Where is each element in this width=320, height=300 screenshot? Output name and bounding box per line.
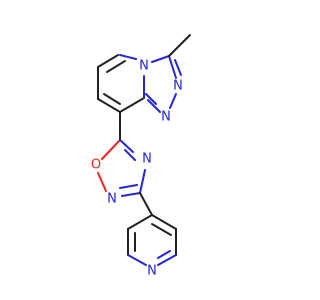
bond-c7-c8-double	[103, 93, 121, 105]
atom-n-triazole-1: N	[161, 110, 171, 125]
fused-pyridine-ring	[97, 54, 145, 113]
bond-n2-n1	[169, 93, 177, 109]
chemical-structure-diagram: N N N O N N N	[91, 34, 191, 279]
triazole-ring	[145, 34, 191, 113]
atom-n-triazole-2: N	[173, 79, 183, 94]
atom-labels: N N N O N N N	[91, 59, 183, 279]
bond-c5-c6	[97, 54, 119, 68]
bond-n1-c6-double	[157, 250, 171, 259]
bond-n4-c3	[151, 55, 170, 63]
bond-c4-c5-double	[151, 223, 172, 236]
atom-n-bridgehead: N	[139, 59, 149, 74]
bond-c3-n4	[139, 169, 146, 194]
bond-n1-c8a	[147, 99, 161, 113]
bond-oxadiazole-pyridine	[139, 192, 153, 216]
bond-n4-c5	[119, 54, 137, 60]
bond-n4-c5	[119, 139, 134, 153]
bond-c4-c3	[127, 214, 153, 230]
bond-c4-c5	[151, 214, 177, 230]
bond-c3-n2-double	[174, 59, 182, 76]
bond-c8-c8a	[119, 97, 145, 113]
bond-c7-c8	[97, 98, 121, 113]
bond-c5-o1	[101, 139, 121, 160]
oxadiazole-ring	[97, 139, 146, 197]
bond-n1-c8a-double	[145, 93, 157, 105]
structure-canvas: N N N O N N N	[91, 34, 191, 279]
bond-methyl	[168, 34, 191, 57]
bond-c5-c6-double	[106, 60, 126, 73]
atom-o-oxadiazole: O	[91, 158, 101, 173]
atom-n-oxadiazole-2: N	[107, 192, 117, 207]
bond-c3-n2	[168, 55, 177, 79]
pyridine-ring	[127, 214, 177, 266]
atom-n-oxadiazole-4: N	[142, 152, 152, 167]
bond-n4-c5-double	[124, 149, 136, 161]
bond-n1-c6	[157, 254, 177, 266]
bond-n2-c3-double	[119, 184, 138, 189]
bond-o1-n2	[97, 172, 107, 192]
atom-n-pyridine: N	[147, 264, 157, 279]
bond-n2-c3	[121, 192, 141, 197]
bond-c2-n1	[127, 254, 147, 266]
